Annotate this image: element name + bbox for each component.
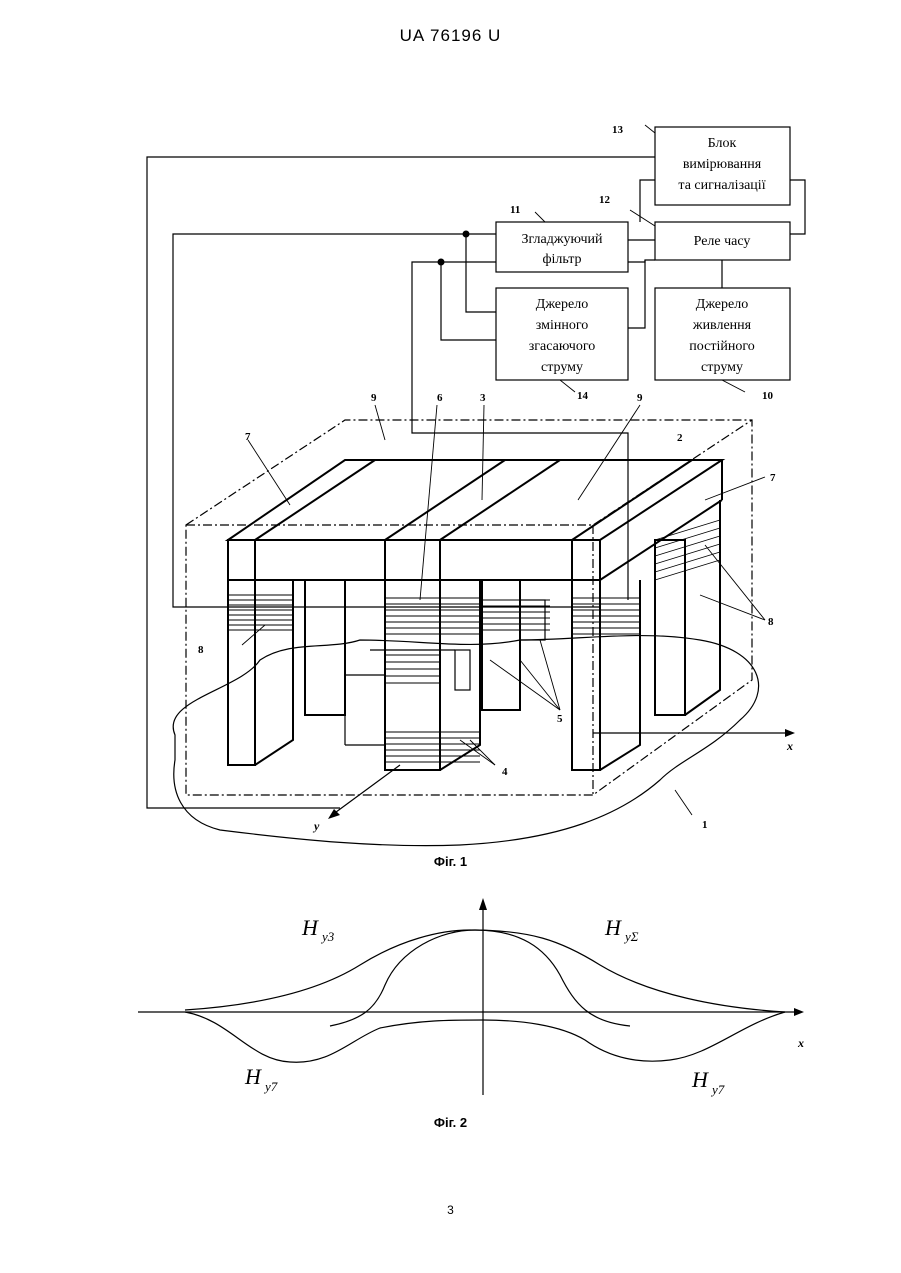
label-4: 4 bbox=[502, 766, 508, 778]
curve-hy3 bbox=[185, 930, 785, 1012]
label-12: 12 bbox=[599, 194, 611, 206]
label-7-right: 7 bbox=[770, 472, 776, 484]
figure-1-caption: Фіг. 1 bbox=[0, 854, 901, 869]
filter-line-2: фільтр bbox=[542, 252, 581, 267]
measure-line-2: вимірювання bbox=[683, 157, 762, 172]
label-hy7-right-main: H bbox=[691, 1067, 709, 1092]
figure-2-plot bbox=[138, 898, 804, 1095]
wiring bbox=[147, 157, 805, 808]
x-axis-arrow bbox=[785, 729, 795, 737]
base-plate-1 bbox=[173, 636, 758, 846]
dc-source-line-4: струму bbox=[701, 360, 743, 375]
ac-source-line-4: струму bbox=[541, 360, 583, 375]
figure-2-caption: Фіг. 2 bbox=[0, 1115, 901, 1130]
label-1: 1 bbox=[702, 819, 708, 831]
axis-y-label-fig1: y bbox=[312, 819, 320, 833]
x-axis-fig2-arrow bbox=[794, 1008, 804, 1016]
label-11: 11 bbox=[510, 204, 520, 216]
label-hy7-right-sub: y7 bbox=[710, 1082, 725, 1097]
ac-source-line-2: змінного bbox=[536, 318, 588, 333]
label-hy7-left-sub: y7 bbox=[263, 1079, 278, 1094]
curve-hy7 bbox=[185, 1012, 785, 1062]
measure-line-1: Блок bbox=[708, 136, 737, 151]
label-6: 6 bbox=[437, 392, 443, 404]
y-axis-fig1 bbox=[332, 765, 400, 815]
label-9-right: 9 bbox=[637, 392, 643, 404]
coil-windings bbox=[228, 520, 720, 762]
top-slab bbox=[228, 460, 722, 580]
junction-dots bbox=[438, 231, 470, 266]
label-hy3-sub: y3 bbox=[320, 929, 335, 944]
measure-line-3: та сигналізації bbox=[678, 178, 765, 193]
relay-label: Реле часу bbox=[694, 234, 751, 249]
ac-source-line-1: Джерело bbox=[536, 297, 588, 312]
axis-x-label-fig2: x bbox=[797, 1036, 804, 1050]
label-10: 10 bbox=[762, 390, 774, 402]
label-2: 2 bbox=[677, 432, 683, 444]
label-hysum-main: H bbox=[604, 915, 622, 940]
label-8-right: 8 bbox=[768, 616, 774, 628]
dc-source-line-2: живлення bbox=[692, 318, 752, 333]
dc-source-line-3: постійного bbox=[689, 339, 754, 354]
label-hy3-main: H bbox=[301, 915, 319, 940]
filter-line-1: Згладжуючий bbox=[522, 232, 604, 247]
label-8-left: 8 bbox=[198, 644, 204, 656]
page-number: 3 bbox=[0, 1203, 901, 1217]
label-hysum-sub: yΣ bbox=[623, 929, 639, 944]
label-9-left: 9 bbox=[371, 392, 377, 404]
label-hy7-left-main: H bbox=[244, 1064, 262, 1089]
label-7-left: 7 bbox=[245, 431, 251, 443]
label-3: 3 bbox=[480, 392, 486, 404]
vertical-axis-fig2-arrow bbox=[479, 898, 487, 910]
axis-x-label-fig1: x bbox=[786, 739, 793, 753]
label-5: 5 bbox=[557, 713, 563, 725]
dc-source-line-1: Джерело bbox=[696, 297, 748, 312]
label-14: 14 bbox=[577, 390, 589, 402]
label-13: 13 bbox=[612, 124, 624, 136]
ac-source-line-3: згасаючого bbox=[529, 339, 595, 354]
leader-lines bbox=[242, 125, 765, 815]
